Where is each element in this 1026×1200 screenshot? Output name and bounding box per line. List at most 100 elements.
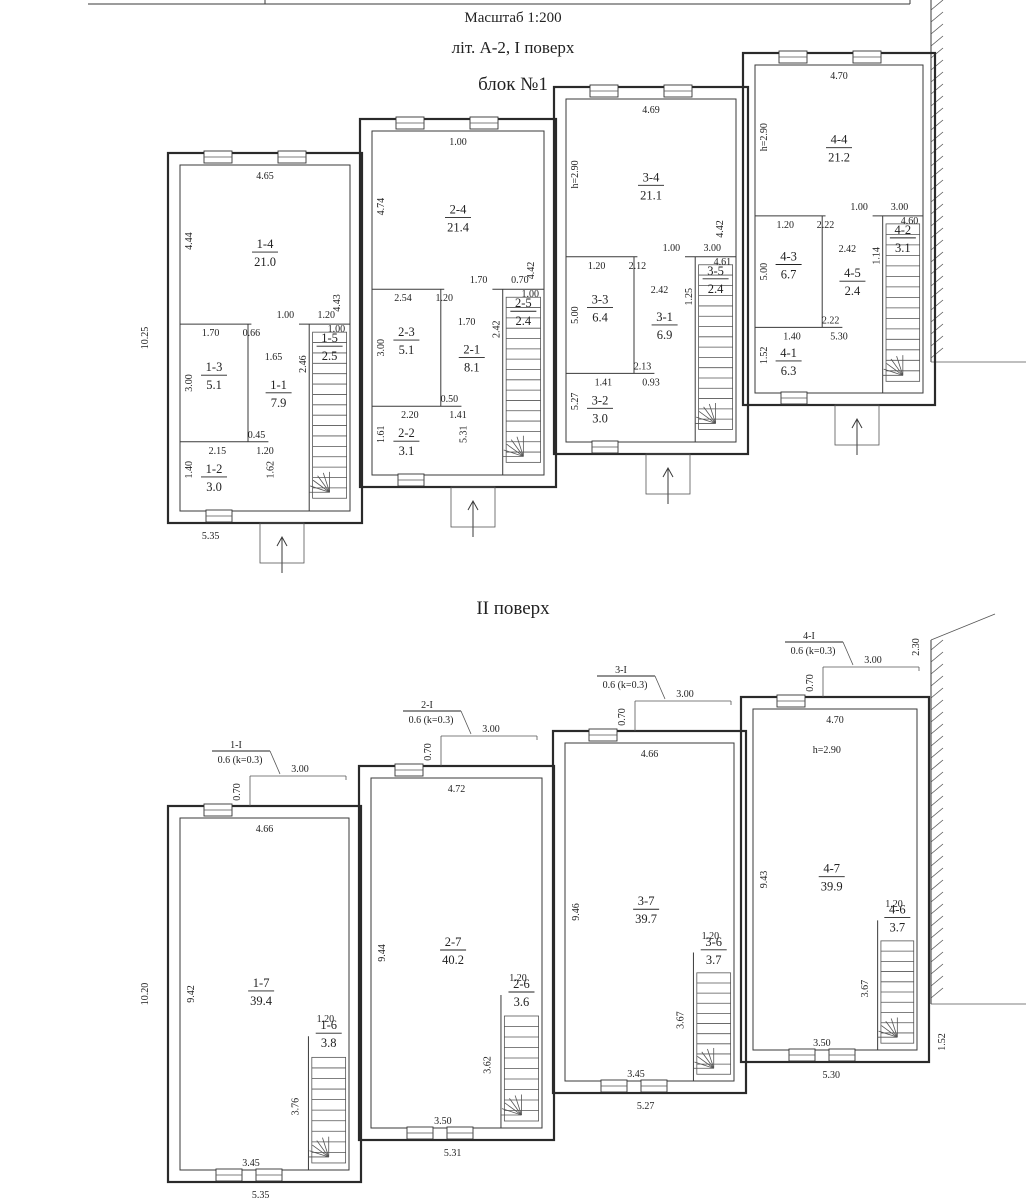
entry-arrow-head — [662, 466, 674, 478]
f1-window-bottom — [205, 509, 233, 523]
winder-line — [310, 485, 330, 493]
f1-stairs-4 — [882, 223, 921, 382]
hatch-stroke — [930, 795, 944, 807]
f1-dim-label: 5.27 — [570, 393, 581, 411]
f1-dim-label: 2.42 — [839, 244, 857, 255]
scale-label: Масштаб 1:200 — [464, 10, 562, 26]
f2-room-3-7-id: 3-7 — [638, 894, 655, 908]
hatch-stroke — [930, 867, 944, 879]
f1-room-1-1: 1-17.9 — [265, 378, 292, 410]
f2-window-top — [394, 763, 424, 777]
f1-dim-label: 4.65 — [256, 171, 274, 182]
hatch-stroke — [930, 11, 944, 23]
f1-room-4-2: 4-23.1 — [889, 223, 916, 255]
f2-room-3-6-area: 3.7 — [706, 953, 722, 967]
winder-line — [881, 1025, 898, 1038]
f1-dim-label: 1.20 — [776, 220, 794, 231]
hatch-stroke — [930, 963, 944, 975]
f1-dim-label: 4.42 — [715, 220, 726, 238]
winder-line — [703, 406, 716, 424]
f2-block-4-outer-wall — [739, 695, 931, 1064]
hatch-stroke — [930, 35, 944, 47]
f1-block-2-inner-wall — [371, 130, 545, 476]
winder-line — [309, 1150, 329, 1158]
f1-room-1-5-id: 1-5 — [321, 331, 338, 345]
f1-entry-arrow-4 — [851, 417, 863, 455]
f2-room-2-7-area: 40.2 — [442, 953, 464, 967]
f1-dim-label: 2.54 — [394, 293, 412, 304]
f1-room-3-2-id: 3-2 — [592, 393, 609, 407]
f2-balcony-leader — [460, 710, 472, 735]
f1-dim-label: 1.70 — [470, 275, 488, 286]
f1-dim-label: 1.65 — [265, 352, 283, 363]
f1-dim-label: 1.00 — [850, 202, 868, 213]
f1-dim-label: 1.20 — [435, 293, 453, 304]
f2-block-2: 2-740.22-63.62-I0.6 (k=0.3)3.000.704.729… — [357, 700, 556, 1159]
f1-room-2-1-area: 8.1 — [464, 361, 480, 375]
f1-room-3-1-id: 3-1 — [656, 310, 673, 324]
f1-dim-label: 1.41 — [449, 410, 467, 421]
f1-stairs-2 — [502, 296, 541, 463]
f1-room-4-3-id: 4-3 — [780, 249, 797, 263]
f2-room-3-6-id: 3-6 — [705, 935, 722, 949]
hatch-stroke — [930, 711, 944, 723]
f2-dim-label: 3.00 — [482, 724, 500, 735]
f1-room-2-1-id: 2-1 — [463, 343, 480, 357]
hatch-stroke — [930, 227, 944, 239]
f1-block-3-inner-wall — [565, 98, 737, 443]
f1-dim-label: 4.74 — [376, 198, 387, 216]
f2-block-1-outer-wall — [166, 804, 363, 1184]
f2-dim-label: 3.67 — [675, 1011, 686, 1028]
hatch-stroke — [930, 347, 944, 359]
f2-dim-label: h=2.90 — [813, 745, 841, 756]
hatch-stroke — [930, 807, 944, 819]
winder-line — [509, 1098, 522, 1116]
f1-room-4-1: 4-16.3 — [775, 346, 802, 378]
f1-room-2-3-area: 5.1 — [399, 343, 415, 357]
f1-dim-label: 1.20 — [256, 446, 274, 457]
hatch-stroke — [930, 311, 944, 323]
winder-line — [707, 1048, 715, 1069]
f1-room-4-5: 4-52.4 — [839, 266, 866, 298]
floor2-title: II поверх — [476, 598, 550, 619]
neighbour-roof-line — [930, 613, 996, 641]
f1-window-bottom — [780, 391, 808, 405]
f1-dim-label: 4.61 — [714, 257, 732, 268]
f2-room-4-6-area: 3.7 — [890, 921, 906, 935]
f1-room-2-5-area: 2.4 — [516, 314, 532, 328]
hatch-stroke — [930, 251, 944, 263]
f1-room-4-2-id: 4-2 — [895, 223, 912, 237]
f1-dim-label: 0.70 — [511, 275, 529, 286]
f1-room-2-4-id: 2-4 — [450, 203, 467, 217]
hatch-stroke — [930, 83, 944, 95]
hatch-stroke — [930, 927, 944, 939]
hatch-stroke — [930, 903, 944, 915]
hatch-stroke — [930, 71, 944, 83]
f2-room-2-6: 2-63.6 — [508, 977, 535, 1009]
f1-entry-arrow-3 — [662, 466, 674, 504]
f2-block-4: 4-739.94-63.74-I0.6 (k=0.3)3.000.702.304… — [739, 631, 948, 1081]
hatch-stroke — [930, 651, 944, 663]
f1-dim-label: 1.20 — [588, 261, 606, 272]
hatch-stroke — [930, 771, 944, 783]
hatch-stroke — [930, 939, 944, 951]
hatch-stroke — [930, 759, 944, 771]
f1-dim-label: 4.43 — [332, 294, 343, 312]
winder-line — [878, 1030, 898, 1038]
f2-dim-label: 0.70 — [423, 743, 434, 761]
winder-line — [504, 1102, 522, 1116]
f1-room-3-5-id: 3-5 — [707, 264, 724, 278]
f1-dim-label: 5.31 — [459, 425, 470, 443]
hatch-stroke — [930, 215, 944, 227]
hatch-stroke — [930, 263, 944, 275]
hatch-stroke — [930, 879, 944, 891]
f1-room-1-2-area: 3.0 — [206, 480, 222, 494]
f1-dim-label: 2.20 — [401, 410, 419, 421]
f1-room-4-1-id: 4-1 — [780, 346, 797, 360]
f2-room-3-7: 3-739.7 — [633, 894, 660, 926]
f2-balcony-id: 4-I — [803, 631, 815, 642]
f1-room-1-4-area: 21.0 — [254, 255, 276, 269]
f1-window-top-right — [663, 84, 693, 98]
f2-room-4-6: 4-63.7 — [884, 903, 911, 935]
